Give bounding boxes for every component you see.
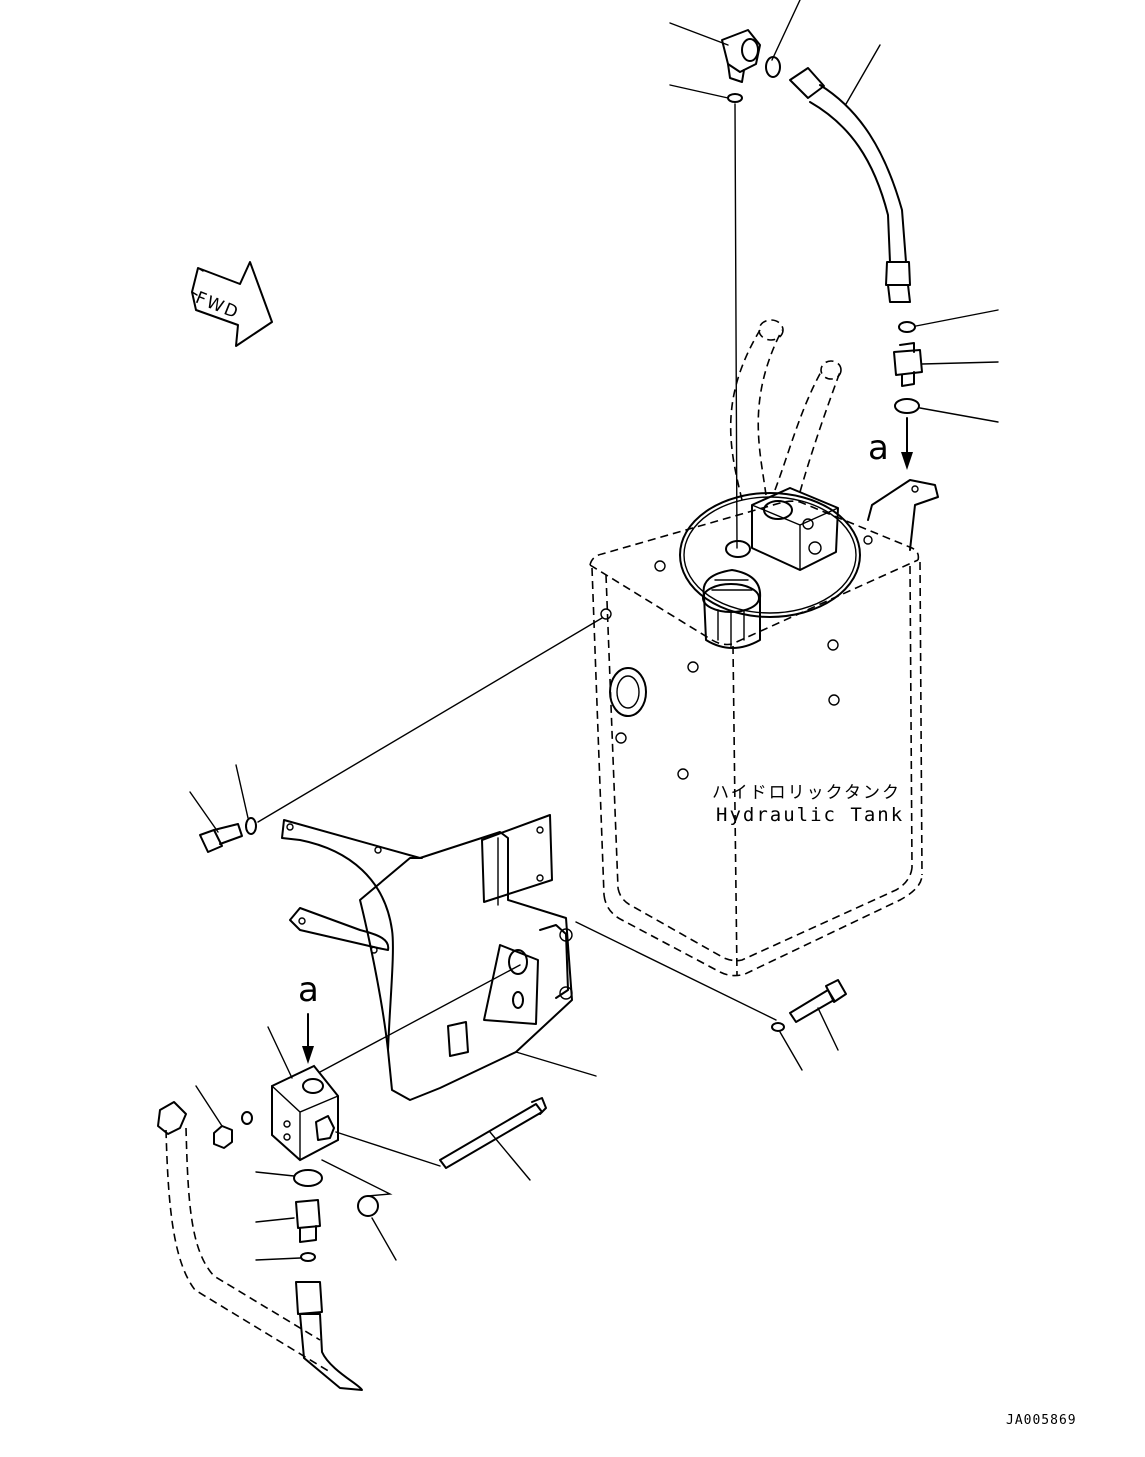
valve-block [271, 1013, 339, 1162]
elbow-fitting [721, 29, 781, 83]
long-bolt [439, 1097, 547, 1169]
drawing-code: JA005869 [1006, 1413, 1077, 1428]
view-mark-lower: a [298, 970, 319, 1010]
bolt-right [771, 979, 847, 1032]
mounting-bracket [281, 814, 573, 1101]
view-mark-upper: a [868, 428, 889, 468]
fitting-stack-right [893, 321, 923, 470]
hydraulic-tank [589, 319, 939, 977]
tank-label-jp: ハイドロリックタンク [712, 783, 901, 803]
leader-lines [189, 0, 999, 1261]
bolt-left [199, 817, 257, 853]
hose-bottom [157, 1101, 363, 1391]
fitting-stack-left [293, 1169, 379, 1262]
nut-and-washer [213, 1111, 253, 1149]
tank-label-en: Hydraulic Tank [716, 804, 905, 826]
fwd-arrow-icon [191, 261, 273, 347]
hose-top [789, 67, 911, 303]
